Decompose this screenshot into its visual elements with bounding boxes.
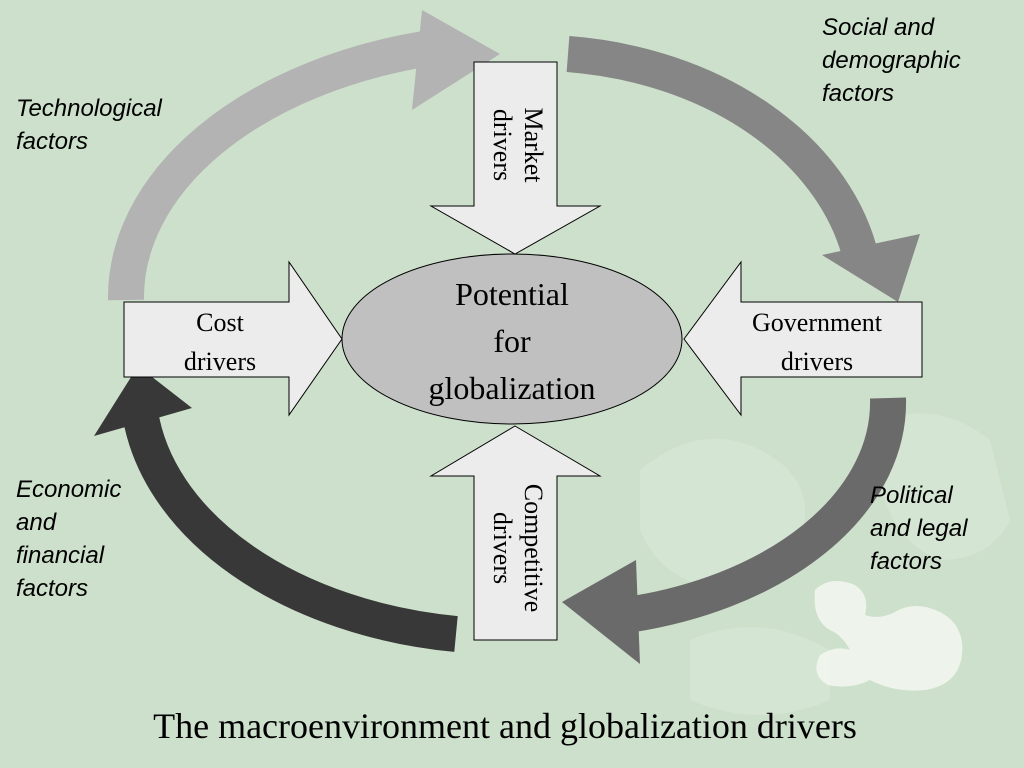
market-drivers-line1: Market	[519, 107, 548, 183]
government-drivers-line1: Government	[752, 308, 883, 337]
cost-drivers-line1: Cost	[196, 308, 244, 337]
potential-ellipse	[341, 253, 683, 425]
technological-arc-arrowhead	[412, 10, 500, 110]
economic-arc-arrowhead	[94, 366, 192, 436]
economic-factors-label: Economic and financial factors	[16, 476, 122, 602]
market-drivers-label: Market drivers	[488, 107, 548, 183]
market-drivers-line2: drivers	[488, 109, 517, 181]
competitive-drivers-arrow	[429, 425, 602, 641]
background-pattern	[640, 413, 1010, 715]
competitive-drivers-line1: Competitive	[519, 484, 548, 613]
technological-arc	[107, 30, 433, 301]
government-drivers-line2: drivers	[781, 347, 853, 376]
center-line3: globalization	[428, 370, 595, 406]
cost-drivers-arrow	[123, 260, 343, 417]
political-arc-arrowhead	[562, 560, 640, 664]
slide-title: The macroenvironment and globalization d…	[153, 706, 857, 746]
center-line1: Potential	[455, 276, 569, 312]
center-line2: for	[493, 323, 531, 359]
social-arc	[566, 36, 880, 267]
market-drivers-arrow	[429, 61, 602, 255]
political-arc	[617, 397, 907, 634]
economic-arc	[122, 409, 458, 652]
social-arc-arrowhead	[822, 234, 920, 302]
social-factors-label: Social and demographic factors	[822, 14, 961, 107]
technological-factors-label: Technological factors	[16, 95, 162, 155]
cost-drivers-line2: drivers	[184, 347, 256, 376]
competitive-drivers-label: Competitive drivers	[488, 484, 548, 613]
government-drivers-arrow	[683, 260, 923, 417]
competitive-drivers-line2: drivers	[488, 512, 517, 584]
political-factors-label: Political and legal factors	[870, 482, 968, 575]
dragon-ornament	[814, 581, 963, 691]
